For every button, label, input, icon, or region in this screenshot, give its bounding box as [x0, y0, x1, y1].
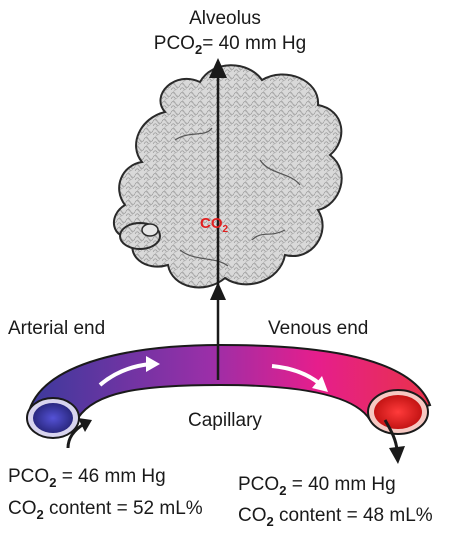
arterial-inflow-arrow: [66, 422, 85, 449]
venous-outflow-arrowhead: [389, 446, 405, 464]
venous-content-prefix: CO: [238, 505, 267, 526]
venous-pco2-prefix: PCO: [238, 474, 280, 495]
arterial-pco2-label: PCO2 = 46 mm Hg: [8, 466, 166, 490]
flow-arrow-right: [271, 364, 322, 386]
alveolus-pco2-prefix: PCO: [153, 33, 195, 54]
alveolus-pco2-subscript: 2: [194, 42, 203, 57]
arterial-pco2-value: = 46 mm Hg: [56, 466, 166, 487]
co2-center-label: CO2: [200, 215, 229, 235]
venous-content-label: CO2 content = 48 mL%: [238, 505, 433, 529]
alveolus-pco2-label: PCO2= 40 mm Hg: [130, 33, 330, 57]
co2-symbol: CO: [200, 215, 223, 232]
arterial-end-label: Arterial end: [8, 318, 106, 339]
venous-pco2-label: PCO2 = 40 mm Hg: [238, 474, 396, 498]
arterial-content-prefix: CO: [8, 498, 37, 519]
alveolus-shape: [112, 64, 343, 289]
alveolus-pco2-value: = 40 mm Hg: [202, 33, 307, 54]
alveolus-arrowhead: [209, 58, 227, 78]
arterial-content-subscript: 2: [36, 507, 44, 522]
flow-arrowhead-right: [312, 376, 328, 392]
venous-content-subscript: 2: [266, 514, 274, 529]
arterial-inflow-arrowhead: [78, 418, 92, 432]
capillary-arrowhead: [210, 282, 226, 300]
flow-arrow-left: [98, 362, 151, 387]
arterial-content-value: content = 52 mL%: [43, 498, 203, 519]
capillary-label: Capillary: [188, 410, 262, 431]
arterial-pco2-subscript: 2: [49, 475, 57, 490]
alveolus-label: Alveolus: [189, 8, 261, 29]
venous-end-label: Venous end: [268, 318, 369, 339]
venous-pco2-subscript: 2: [279, 483, 287, 498]
co2-subscript: 2: [222, 224, 229, 235]
venous-pco2-value: = 40 mm Hg: [286, 474, 396, 495]
arterial-pco2-prefix: PCO: [8, 466, 50, 487]
arterial-content-label: CO2 content = 52 mL%: [8, 498, 203, 522]
venous-content-value: content = 48 mL%: [273, 505, 433, 526]
flow-arrowhead-left: [146, 356, 160, 372]
